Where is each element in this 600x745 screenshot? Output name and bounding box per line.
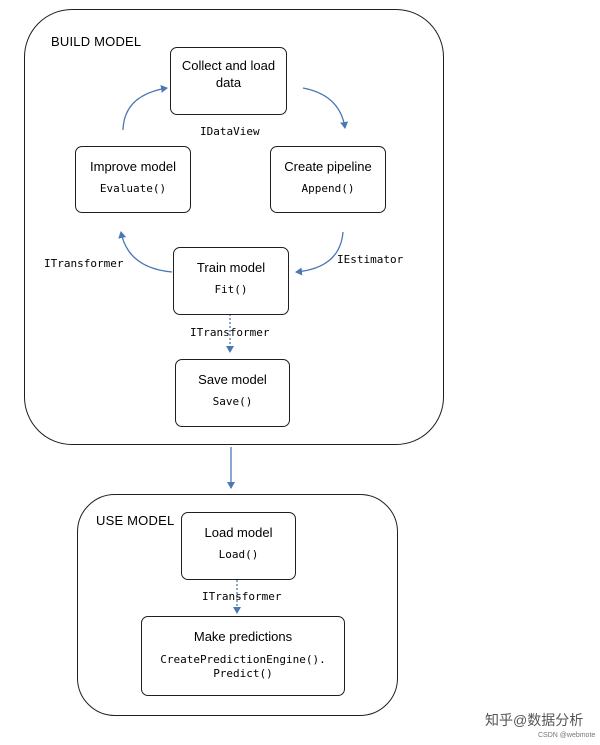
arrow-pipeline-to-train: [295, 231, 344, 276]
watermark-text: 知乎@数据分析: [485, 712, 584, 728]
predict-node-title: Make predictions: [193, 629, 293, 644]
train-node: Train model Fit(): [173, 247, 289, 315]
load-node: Load model Load(): [181, 512, 296, 580]
edge-label-itransformer-load-predict: ITransformer: [202, 590, 282, 603]
improve-node-title: Improve model: [90, 159, 176, 174]
edge-label-itransformer-left: ITransformer: [44, 257, 124, 270]
collect-node-title: Collect and load data: [181, 58, 276, 90]
pipeline-node-title: Create pipeline: [284, 159, 372, 174]
use-model-group: USE MODEL: [77, 494, 398, 716]
arrow-train-to-improve: [118, 231, 173, 273]
save-node-method: Save(): [212, 395, 253, 408]
edge-label-idataview: IDataView: [200, 125, 260, 138]
pipeline-node: Create pipeline Append(): [270, 146, 386, 213]
predict-node-method: CreatePredictionEngine(). Predict(): [160, 653, 326, 680]
edge-label-iestimator: IEstimator: [337, 253, 404, 266]
build-model-title: BUILD MODEL: [51, 34, 142, 49]
build-model-group: BUILD MODEL: [24, 9, 444, 445]
load-node-title: Load model: [204, 525, 273, 540]
watermark-csdn: CSDN @webmote: [538, 732, 596, 739]
arrow-improve-to-collect: [122, 85, 168, 131]
improve-node: Improve model Evaluate(): [75, 146, 191, 213]
predict-node: Make predictions CreatePredictionEngine(…: [141, 616, 345, 696]
use-model-title: USE MODEL: [96, 513, 175, 528]
train-node-title: Train model: [196, 260, 266, 275]
improve-node-method: Evaluate(): [99, 182, 167, 195]
pipeline-node-method: Append(): [301, 182, 355, 195]
collect-node: Collect and load data: [170, 47, 287, 115]
load-node-method: Load(): [218, 548, 259, 561]
train-node-method: Fit(): [214, 283, 248, 296]
edge-label-itransformer-train-save: ITransformer: [190, 326, 270, 339]
arrow-collect-to-pipeline: [302, 87, 349, 129]
save-node-title: Save model: [198, 372, 267, 387]
save-node: Save model Save(): [175, 359, 290, 427]
